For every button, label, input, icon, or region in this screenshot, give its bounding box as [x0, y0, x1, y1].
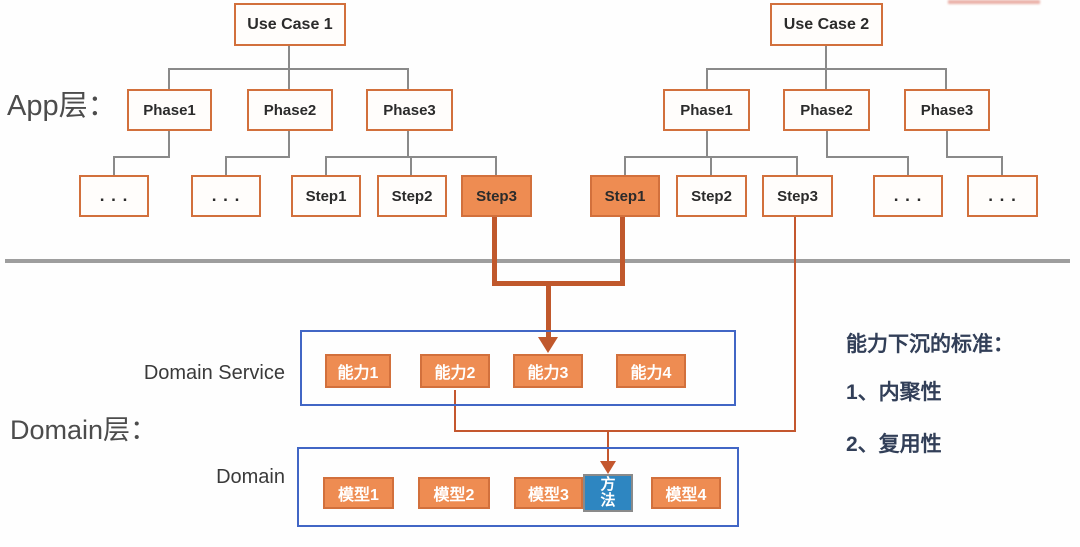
capability-chip: 能力1 — [325, 354, 391, 388]
watermark-fragment — [948, 0, 1040, 4]
sink-arrow-line — [492, 281, 625, 286]
connector-line — [410, 156, 412, 175]
connector-line — [826, 131, 828, 158]
connector-line — [168, 131, 170, 157]
method-arrowhead-icon — [600, 461, 616, 474]
step-box-highlighted: Step1 — [590, 175, 660, 217]
capability-chip: 能力2 — [420, 354, 490, 388]
sink-arrowhead-icon — [538, 337, 558, 353]
connector-line — [796, 156, 798, 175]
capability-chip: 能力3 — [513, 354, 583, 388]
connector-line — [825, 68, 827, 89]
sink-arrow-line — [546, 284, 551, 338]
method-arrow-line — [454, 390, 456, 432]
ellipsis-box: . . . — [79, 175, 149, 217]
connector-line — [624, 156, 626, 175]
connector-line — [945, 68, 947, 89]
connector-line — [288, 46, 290, 68]
phase-box: Phase2 — [247, 89, 333, 131]
use-case-2-box: Use Case 2 — [770, 3, 883, 46]
method-arrow-line — [794, 217, 796, 432]
ellipsis-box: . . . — [967, 175, 1038, 217]
sink-arrow-line — [492, 217, 497, 284]
connector-line — [407, 68, 409, 89]
connector-line — [168, 68, 170, 89]
connector-line — [946, 156, 1002, 158]
notes-title: 能力下沉的标准： — [846, 333, 1014, 356]
step-box: Step1 — [291, 175, 361, 217]
connector-line — [288, 131, 290, 157]
note-item: 1、内聚性 — [846, 381, 942, 404]
use-case-1-box: Use Case 1 — [234, 3, 346, 46]
connector-line — [225, 156, 290, 158]
step-box: Step2 — [377, 175, 447, 217]
domain-layer-label: Domain层： — [10, 415, 158, 445]
domain-service-frame — [300, 330, 736, 406]
ellipsis-box: . . . — [873, 175, 943, 217]
domain-service-label: Domain Service — [143, 362, 285, 384]
capability-chip: 能力4 — [616, 354, 686, 388]
step-box: Step2 — [676, 175, 747, 217]
connector-line — [907, 156, 909, 175]
step-box: Step3 — [762, 175, 833, 217]
domain-label: Domain — [216, 466, 285, 488]
phase-box: Phase3 — [366, 89, 453, 131]
connector-line — [710, 156, 712, 175]
step-box-highlighted: Step3 — [461, 175, 532, 217]
connector-line — [225, 156, 227, 175]
connector-line — [825, 46, 827, 68]
connector-line — [407, 131, 409, 157]
connector-line — [325, 156, 327, 175]
connector-line — [826, 156, 908, 158]
connector-line — [706, 68, 708, 89]
connector-line — [495, 156, 497, 175]
note-item: 2、复用性 — [846, 433, 942, 456]
domain-frame — [297, 447, 739, 527]
connector-line — [706, 131, 708, 157]
ellipsis-box: . . . — [191, 175, 261, 217]
connector-line — [113, 156, 170, 158]
method-chip: 方法 — [583, 474, 633, 512]
method-chip-label: 方法 — [600, 475, 616, 509]
connector-line — [1001, 156, 1003, 175]
phase-box: Phase1 — [127, 89, 212, 131]
connector-line — [113, 156, 115, 175]
connector-line — [946, 131, 948, 158]
layer-divider — [5, 259, 1070, 263]
model-chip: 模型4 — [651, 477, 721, 509]
phase-box: Phase3 — [904, 89, 990, 131]
app-layer-label: App层： — [7, 90, 117, 122]
phase-box: Phase2 — [783, 89, 870, 131]
connector-line — [288, 68, 290, 89]
model-chip: 模型2 — [418, 477, 490, 509]
model-chip: 模型3 — [514, 477, 583, 509]
sink-arrow-line — [620, 217, 625, 284]
phase-box: Phase1 — [663, 89, 750, 131]
method-arrow-line — [454, 430, 796, 432]
model-chip: 模型1 — [323, 477, 394, 509]
